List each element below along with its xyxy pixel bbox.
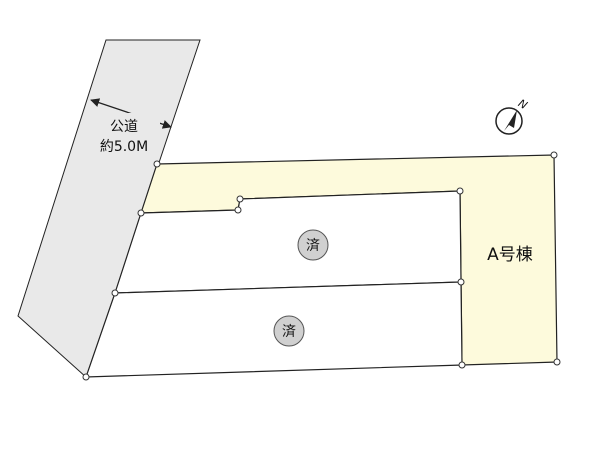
sold-badge: 済 [273, 315, 305, 347]
boundary-marker [234, 206, 242, 214]
sold-badge: 済 [297, 229, 329, 261]
boundary-markers [82, 151, 561, 381]
boundary-marker [82, 373, 90, 381]
boundary-marker [457, 278, 465, 286]
svg-text:済: 済 [282, 324, 296, 340]
boundary-marker [458, 361, 466, 369]
boundary-marker [111, 289, 119, 297]
road-label-width: 約5.0M [100, 139, 148, 155]
lot-a-label: A号棟 [487, 245, 533, 265]
svg-text:済: 済 [306, 238, 320, 254]
boundary-marker [137, 209, 145, 217]
boundary-marker [236, 195, 244, 203]
road-label-name: 公道 [110, 119, 138, 135]
boundary-marker [456, 187, 464, 195]
boundary-marker [550, 151, 558, 159]
north-letter: N [516, 97, 530, 112]
north-arrow-icon: N [495, 97, 530, 135]
boundary-marker [153, 160, 161, 168]
boundary-marker [553, 358, 561, 366]
